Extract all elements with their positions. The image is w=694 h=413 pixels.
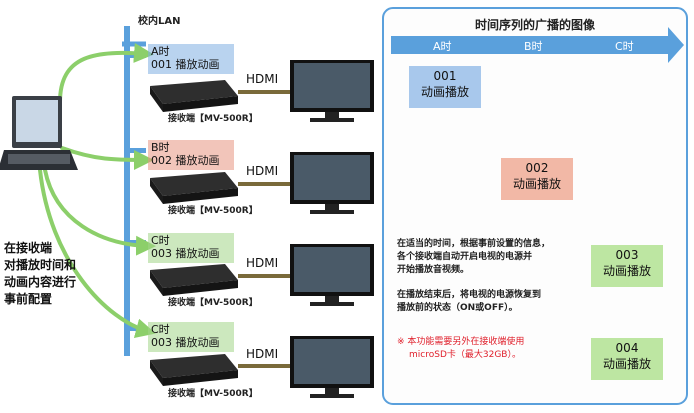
- description-line: 播放前的状态（ON或OFF）。: [397, 303, 518, 313]
- timeline-event-2: 002 动画播放: [501, 158, 573, 200]
- link-to-receiver-3: [43, 168, 156, 256]
- slot-time-4: C时: [151, 323, 170, 336]
- left-note-line: 动画内容进行: [4, 275, 77, 289]
- description-line: 在播放结束后，将电视的电源恢复到: [397, 290, 542, 300]
- event-number: 004: [615, 341, 639, 355]
- lan-branch-3: [124, 240, 146, 245]
- timeline-header-b: B时: [524, 40, 543, 53]
- lan-branch-2: [124, 148, 146, 153]
- hdmi-label-3: HDMI: [246, 256, 279, 270]
- slot-box-2: B时 002 播放动画: [148, 140, 234, 170]
- tv-monitor-icon: [290, 60, 374, 122]
- lan-backbone: [124, 26, 130, 356]
- receiver-device-icon: [150, 172, 238, 204]
- hdmi-label-4: HDMI: [246, 347, 279, 361]
- receiver-device-icon: [150, 264, 238, 296]
- receiver-label-3: 接收端【MV-500R】: [168, 298, 258, 308]
- left-note-line: 事前配置: [4, 292, 53, 306]
- tv-monitor-icon: [290, 244, 374, 306]
- lan-label: 校内LAN: [138, 16, 181, 27]
- description-line: 开始播放音视频。: [397, 265, 470, 275]
- timeline-header-c: C时: [615, 40, 634, 53]
- hdmi-label-1: HDMI: [246, 72, 279, 86]
- slot-content-1: 001 播放动画: [151, 58, 220, 71]
- timeline-event-4: 004 动画播放: [591, 338, 663, 380]
- link-to-receiver-1: [58, 42, 154, 104]
- description-line: 各个接收端自动开启电视的电源并: [397, 252, 533, 262]
- slot-content-3: 003 播放动画: [151, 247, 220, 260]
- event-number: 001: [433, 69, 457, 83]
- event-label: 动画播放: [602, 264, 651, 278]
- slot-time-1: A时: [151, 45, 170, 58]
- timeline-description: 在适当的时间，根据事前设置的信息， 各个接收端自动开启电视的电源并 开始播放音视…: [397, 238, 587, 315]
- timeline-arrow-icon: [391, 27, 684, 63]
- timeline-note: ※ 本功能需要另外在接收端使用 microSD卡（最大32GB）。: [397, 336, 587, 362]
- laptop-icon: [0, 96, 78, 170]
- timeline-title: 时间序列的广播的图像: [474, 18, 595, 32]
- left-note-line: 对播放时间和: [4, 258, 77, 272]
- slot-time-2: B时: [151, 141, 170, 154]
- timeline-header-a: A时: [433, 40, 452, 53]
- timeline-event-1: 001 动画播放: [409, 66, 481, 108]
- description-line: 在适当的时间，根据事前设置的信息，: [397, 239, 551, 249]
- note-line: ※ 本功能需要另外在接收端使用: [397, 337, 525, 347]
- receiver-label-2: 接收端【MV-500R】: [168, 206, 258, 216]
- timeline-event-3: 003 动画播放: [591, 245, 663, 287]
- slot-box-4: C时 003 播放动画: [148, 322, 234, 352]
- event-number: 003: [615, 248, 639, 262]
- receiver-device-icon: [150, 80, 238, 112]
- slot-box-3: C时 003 播放动画: [148, 233, 234, 263]
- hdmi-label-2: HDMI: [246, 164, 279, 178]
- receiver-label-4: 接收端【MV-500R】: [168, 389, 258, 399]
- link-to-receiver-2: [60, 146, 154, 170]
- link-to-receiver-4: [38, 168, 156, 339]
- left-note-line: 在接收端: [4, 241, 53, 255]
- tv-monitor-icon: [290, 152, 374, 214]
- left-note: 在接收端 对播放时间和 动画内容进行 事前配置: [4, 240, 76, 308]
- event-label: 动画播放: [420, 85, 469, 99]
- slot-time-3: C时: [151, 234, 170, 247]
- receiver-label-1: 接收端【MV-500R】: [168, 114, 258, 124]
- slot-box-1: A时 001 播放动画: [148, 44, 234, 74]
- event-label: 动画播放: [602, 357, 651, 371]
- slot-content-4: 003 播放动画: [151, 336, 220, 349]
- slot-content-2: 002 播放动画: [151, 154, 220, 167]
- event-number: 002: [525, 161, 549, 175]
- description-spacer: [397, 277, 587, 289]
- event-label: 动画播放: [512, 177, 561, 191]
- tv-monitor-icon: [290, 336, 374, 398]
- receiver-device-icon: [150, 354, 238, 386]
- note-line: microSD卡（最大32GB）。: [409, 350, 521, 360]
